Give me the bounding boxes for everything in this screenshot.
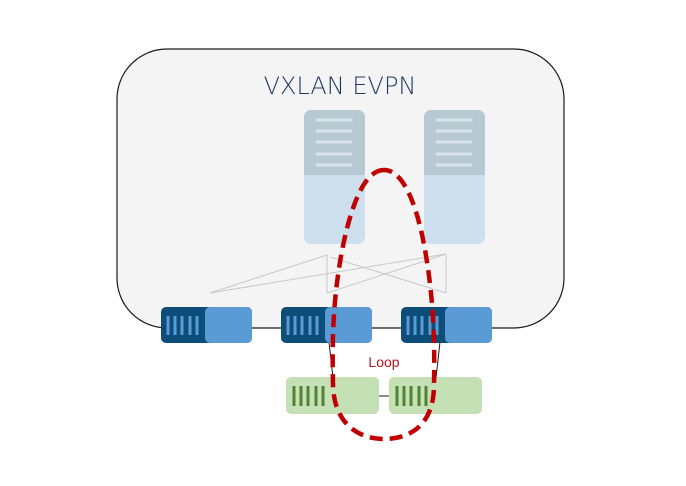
access-switch-ports xyxy=(292,386,325,406)
link-line xyxy=(209,253,447,294)
leaf-panel xyxy=(445,307,492,343)
leaf-panel xyxy=(325,307,372,343)
leaf-ports xyxy=(166,316,199,335)
spine-switch xyxy=(304,110,365,244)
link-line xyxy=(209,254,328,294)
access-switch-ports xyxy=(395,386,428,406)
link-line xyxy=(435,341,441,379)
leaf-ports xyxy=(286,316,319,335)
leaf-switch xyxy=(161,307,252,343)
fabric-title: VXLAN EVPN xyxy=(264,72,417,100)
spine-switch xyxy=(424,110,485,244)
leaf-switch xyxy=(281,307,372,343)
loop-path xyxy=(330,167,437,442)
spine-vent-lines xyxy=(315,118,353,167)
loop-label: Loop xyxy=(368,354,399,370)
link-line xyxy=(329,256,447,294)
spine-vent-lines xyxy=(435,118,473,167)
leaf-panel xyxy=(205,307,252,343)
leaf-switch xyxy=(401,307,492,343)
spine-leaf-links xyxy=(209,253,447,294)
leaf-ports xyxy=(406,316,439,335)
